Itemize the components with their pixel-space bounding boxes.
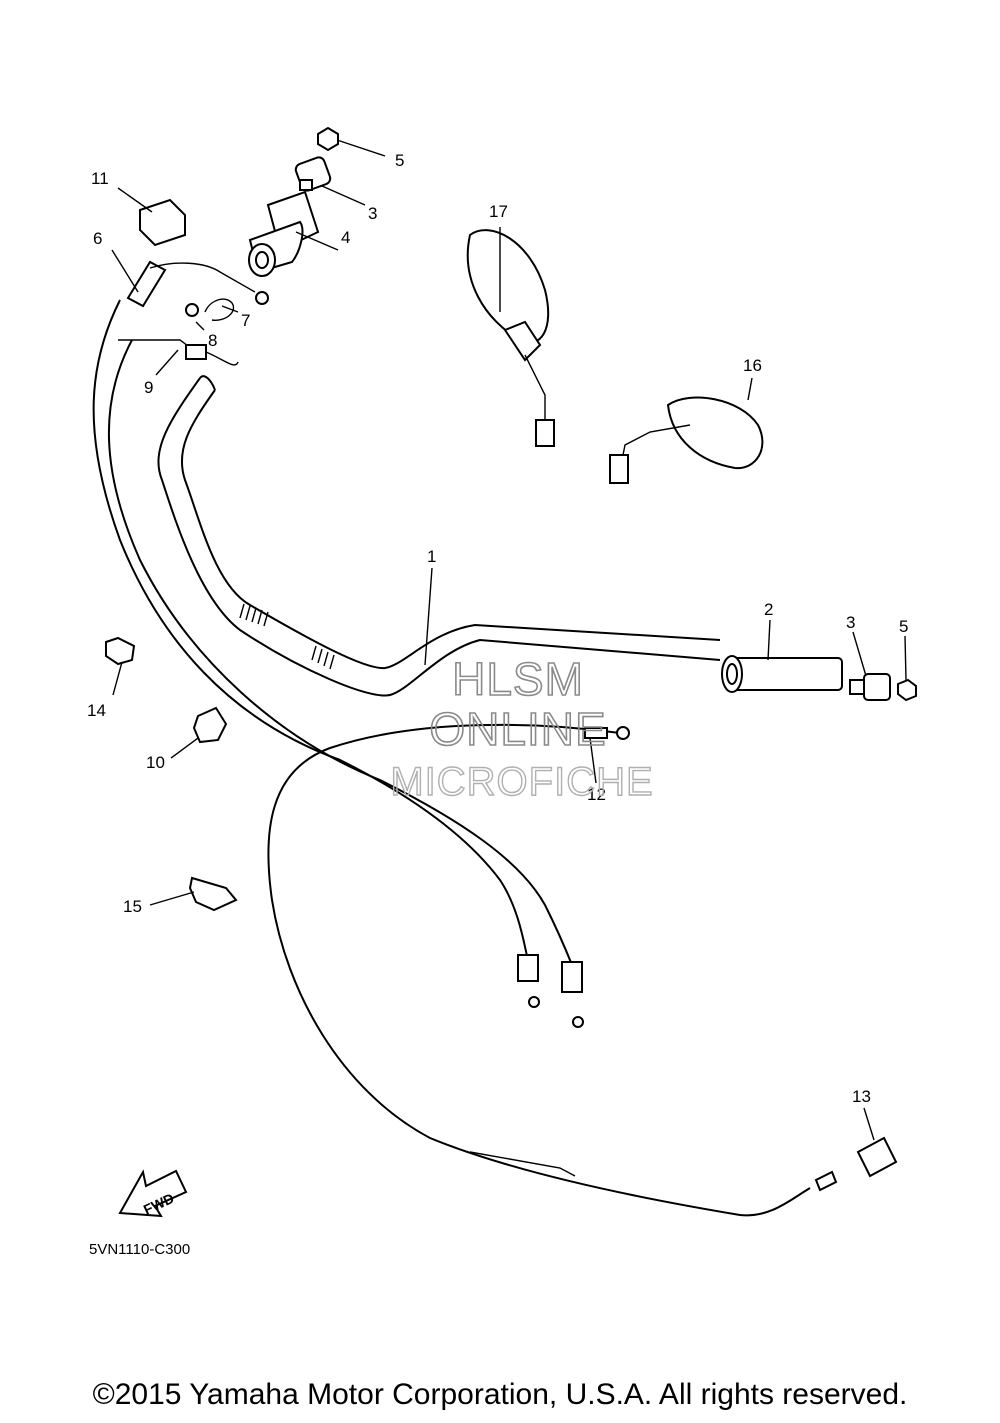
- throttle-cable-housing: [126, 260, 269, 308]
- clutch-cable: [267, 723, 811, 1217]
- cable-clamp: [192, 706, 228, 744]
- cable-band: [105, 636, 136, 666]
- callout-numbers: 1 2 3 3 4 5 5 6 7 8 9 10 11 12 13 14 15 …: [87, 151, 908, 1106]
- callout-5: 5: [395, 151, 404, 170]
- callout-8: 8: [208, 331, 217, 350]
- callout-15: 15: [123, 897, 142, 916]
- callout-9: 9: [144, 378, 153, 397]
- callout-2: 2: [764, 600, 773, 619]
- grip-end-cap-left: [317, 126, 339, 152]
- throttle-cables: [92, 299, 584, 1028]
- part-code: 5VN1110-C300: [89, 1241, 190, 1258]
- cable-end-a: [517, 954, 540, 1008]
- right-grip: [721, 655, 843, 693]
- holder-cap: [139, 198, 186, 247]
- callout-7: 7: [241, 311, 250, 330]
- copyright-notice: ©2015 Yamaha Motor Corporation, U.S.A. A…: [92, 1378, 908, 1411]
- cable-adjuster: [814, 1136, 898, 1192]
- callout-10: 10: [146, 753, 165, 772]
- callout-12: 12: [587, 785, 606, 804]
- callout-5b: 5: [899, 617, 908, 636]
- callout-3b: 3: [846, 613, 855, 632]
- watermark: HLSM ONLINE MICROFICHE: [390, 652, 654, 805]
- callout-14: 14: [87, 701, 106, 720]
- forward-arrow: FWD: [118, 1169, 188, 1218]
- watermark-line-2: ONLINE: [429, 703, 606, 755]
- cable-guide-clip: [204, 298, 235, 321]
- callout-16: 16: [743, 356, 762, 375]
- wire-holder: [188, 876, 238, 912]
- callout-3: 3: [368, 204, 377, 223]
- leader-lines: [111, 139, 907, 1141]
- mirror-left: [466, 229, 555, 447]
- grip-end-weight-right: [849, 673, 891, 701]
- grip-end-weight-left: [294, 156, 332, 192]
- callout-4: 4: [341, 228, 350, 247]
- cable-end-b: [561, 961, 584, 1028]
- guide-screw: [185, 303, 199, 317]
- callout-13: 13: [852, 1087, 871, 1106]
- watermark-line-3: MICROFICHE: [390, 760, 653, 804]
- throttle-grip: [248, 190, 320, 277]
- grip-end-cap-right: [897, 678, 917, 702]
- callout-17: 17: [489, 202, 508, 221]
- handlebar: [157, 375, 721, 697]
- callout-1: 1: [427, 547, 436, 566]
- watermark-line-1: HLSM: [452, 653, 584, 705]
- mirror-right: [609, 396, 764, 484]
- switch-cable-holder: [118, 339, 239, 366]
- callout-6: 6: [93, 229, 102, 248]
- callout-11: 11: [91, 169, 109, 188]
